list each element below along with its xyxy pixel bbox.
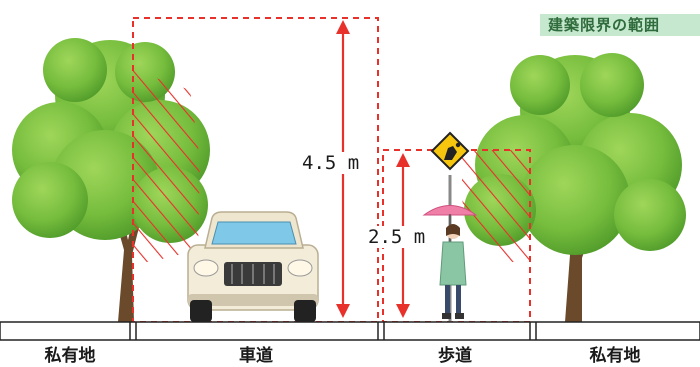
zone-label-roadway: 車道: [239, 346, 273, 366]
roadway-encroachment-hatch: [133, 70, 200, 262]
zone-label-private-right: 私有地: [589, 346, 641, 366]
zone-label-private-left: 私有地: [44, 346, 96, 366]
suv-car-icon: [187, 211, 319, 322]
ground-strip: [0, 321, 700, 341]
pedestrian-with-umbrella-icon: [422, 205, 478, 319]
sidewalk-encroachment-hatch: [462, 150, 530, 262]
diagram-title: 建築限界の範囲: [540, 14, 700, 36]
roadway-height-label: 4.5 m: [300, 152, 362, 174]
zone-label-sidewalk: 歩道: [438, 346, 472, 366]
sidewalk-height-label: 2.5 m: [366, 226, 428, 248]
